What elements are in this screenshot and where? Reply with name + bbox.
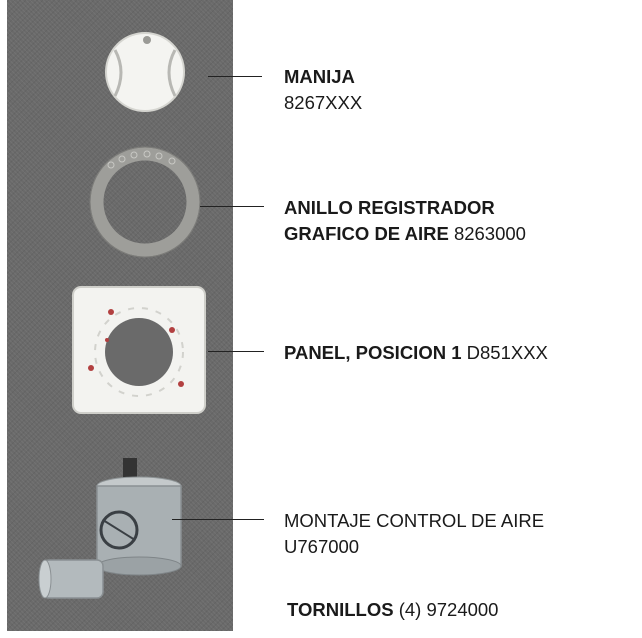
anillo-label: ANILLO REGISTRADOR GRAFICO DE AIRE 82630… <box>284 195 526 247</box>
manija-leader-line <box>208 76 262 77</box>
anillo-name-line2: GRAFICO DE AIRE <box>284 223 449 244</box>
knob-part <box>105 32 185 112</box>
tornillos-code: 9724000 <box>426 599 499 620</box>
montaje-line1: MONTAJE CONTROL DE AIRE <box>284 510 545 531</box>
manija-code: 8267XXX <box>284 92 363 113</box>
panel-code: D851XXX <box>466 342 548 363</box>
panel-leader-line <box>208 351 264 352</box>
panel-name: PANEL, POSICION 1 <box>284 342 462 363</box>
tornillos-qty: (4) <box>398 599 422 620</box>
panel-part <box>72 286 206 414</box>
anillo-code: 8263000 <box>453 223 526 244</box>
panel-label: PANEL, POSICION 1 D851XXX <box>284 340 548 366</box>
montaje-label: MONTAJE CONTROL DE AIRE U767000 <box>284 508 544 560</box>
manija-name: MANIJA <box>284 66 355 87</box>
parts-photo <box>7 0 233 631</box>
ring-part <box>89 146 201 258</box>
tornillos-label: TORNILLOS (4) 9724000 <box>287 597 498 623</box>
montaje-leader-line <box>172 519 264 520</box>
tornillos-name: TORNILLOS <box>287 599 394 620</box>
manija-label: MANIJA 8267XXX <box>284 64 362 116</box>
air-control-assembly-part <box>38 458 182 599</box>
anillo-leader-line <box>200 206 264 207</box>
anillo-name-line1: ANILLO REGISTRADOR <box>284 197 495 218</box>
montaje-line2: U767000 <box>284 536 360 557</box>
